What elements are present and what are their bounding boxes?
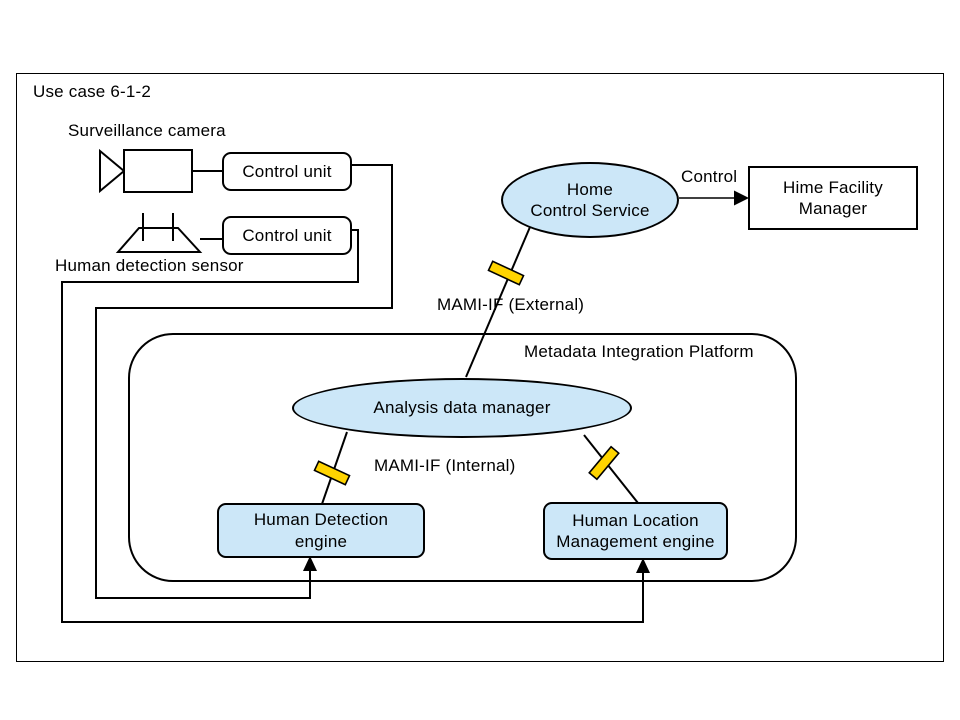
mami-external-connector-icon bbox=[487, 260, 525, 286]
control-arrow bbox=[679, 190, 749, 206]
node-human-detection-engine: Human Detection engine bbox=[217, 503, 425, 558]
camera-route-line bbox=[95, 164, 393, 599]
mami-internal-connector-right-icon bbox=[588, 445, 620, 481]
surveillance-camera-label: Surveillance camera bbox=[68, 121, 226, 140]
mami-internal-link-right bbox=[583, 434, 639, 504]
node-home-control-service: Home Control Service bbox=[501, 162, 679, 238]
node-human-location-engine: Human Location Management engine bbox=[543, 502, 728, 560]
mami-internal-connector-left-icon bbox=[313, 460, 351, 486]
metadata-integration-platform-container bbox=[128, 333, 797, 582]
mami-if-internal-label: MAMI-IF (Internal) bbox=[374, 456, 516, 475]
sensor-route-line bbox=[61, 229, 650, 623]
motion-sensor-icon bbox=[115, 213, 203, 253]
node-hime-facility-manager: Hime Facility Manager bbox=[748, 166, 918, 230]
node-control-unit-camera: Control unit bbox=[222, 152, 352, 191]
camera-icon bbox=[99, 148, 193, 194]
mami-if-external-label: MAMI-IF (External) bbox=[437, 295, 585, 314]
control-arrow-label: Control bbox=[681, 167, 738, 186]
node-analysis-data-manager: Analysis data manager bbox=[292, 378, 632, 438]
page-title: Use case 6-1-2 bbox=[33, 82, 152, 101]
node-control-unit-sensor: Control unit bbox=[222, 216, 352, 255]
metadata-platform-label: Metadata Integration Platform bbox=[524, 342, 754, 361]
mami-external-link bbox=[465, 226, 531, 378]
human-detection-sensor-label: Human detection sensor bbox=[55, 256, 244, 275]
